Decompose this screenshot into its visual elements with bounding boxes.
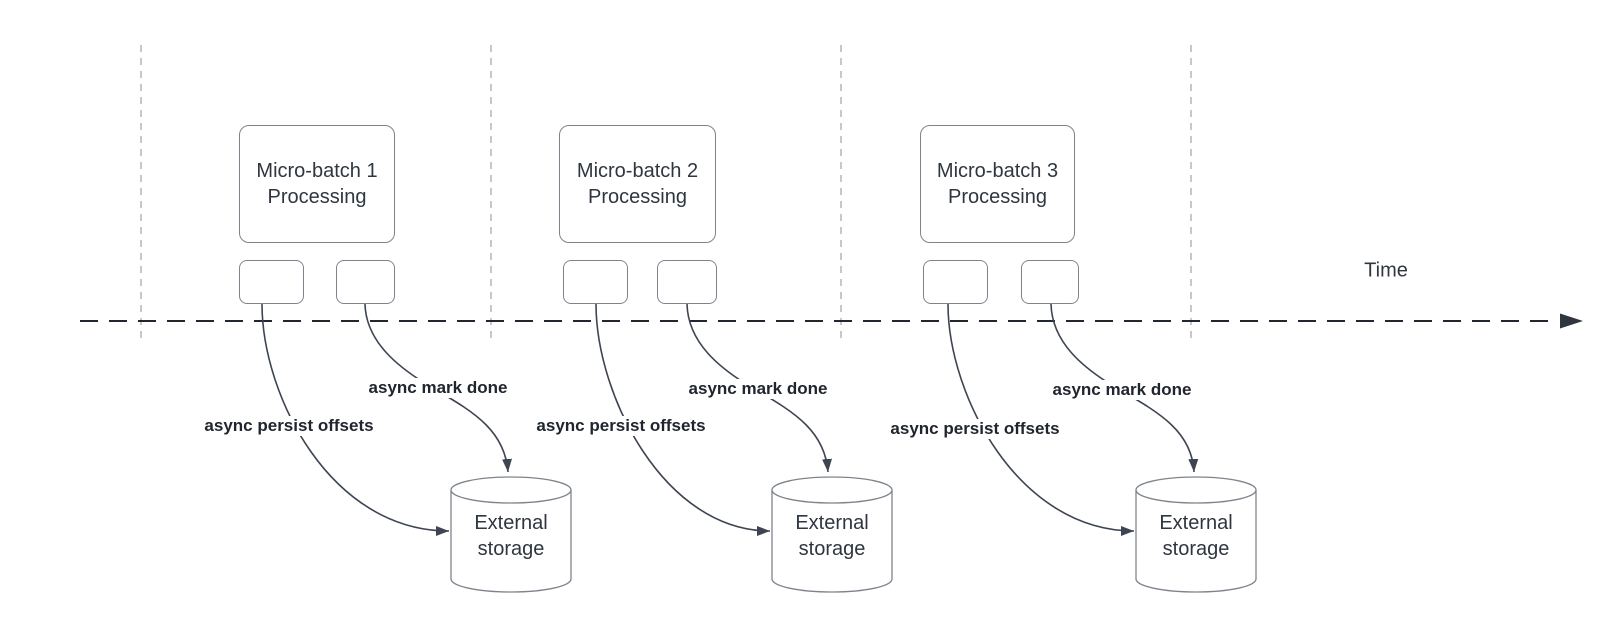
persist-offsets-label: async persist offsets <box>201 416 377 436</box>
micro-batch-box-1: Micro-batch 1 Processing <box>239 125 395 243</box>
mark-done-task-box-3 <box>1021 260 1079 304</box>
time-axis-arrowhead-icon <box>1560 313 1583 329</box>
mark-done-task-box-1 <box>336 260 395 304</box>
persist-offsets-task-box-1 <box>239 260 304 304</box>
micro-batch-box-1-label: Micro-batch 1 Processing <box>256 160 378 208</box>
external-storage-label: External storage <box>795 512 869 560</box>
persist-offsets-arrow <box>261 303 450 536</box>
external-storage-cylinder-icon <box>450 476 572 593</box>
persist-offsets-task-box-3 <box>923 260 988 304</box>
micro-batch-box-2-label: Micro-batch 2 Processing <box>576 160 699 208</box>
mark-done-label: async mark done <box>1049 380 1195 400</box>
external-storage-cylinder-icon <box>1135 476 1257 593</box>
micro-batch-box-3-label: Micro-batch 3 Processing <box>936 160 1059 208</box>
mark-done-label: async mark done <box>685 379 831 399</box>
external-storage-label: External storage <box>474 512 548 560</box>
persist-offsets-arrow <box>595 303 771 536</box>
micro-batch-box-3: Micro-batch 3 Processing <box>920 125 1075 243</box>
persist-offsets-label: async persist offsets <box>887 419 1063 439</box>
time-label: Time <box>1364 259 1408 282</box>
micro-batch-box-2: Micro-batch 2 Processing <box>559 125 716 243</box>
mark-done-label: async mark done <box>365 378 511 398</box>
persist-offsets-arrow <box>947 303 1135 536</box>
persist-offsets-label: async persist offsets <box>533 416 709 436</box>
persist-offsets-task-box-2 <box>563 260 628 304</box>
external-storage-cylinder-icon <box>771 476 893 593</box>
mark-done-task-box-2 <box>657 260 717 304</box>
external-storage-label: External storage <box>1159 512 1233 560</box>
